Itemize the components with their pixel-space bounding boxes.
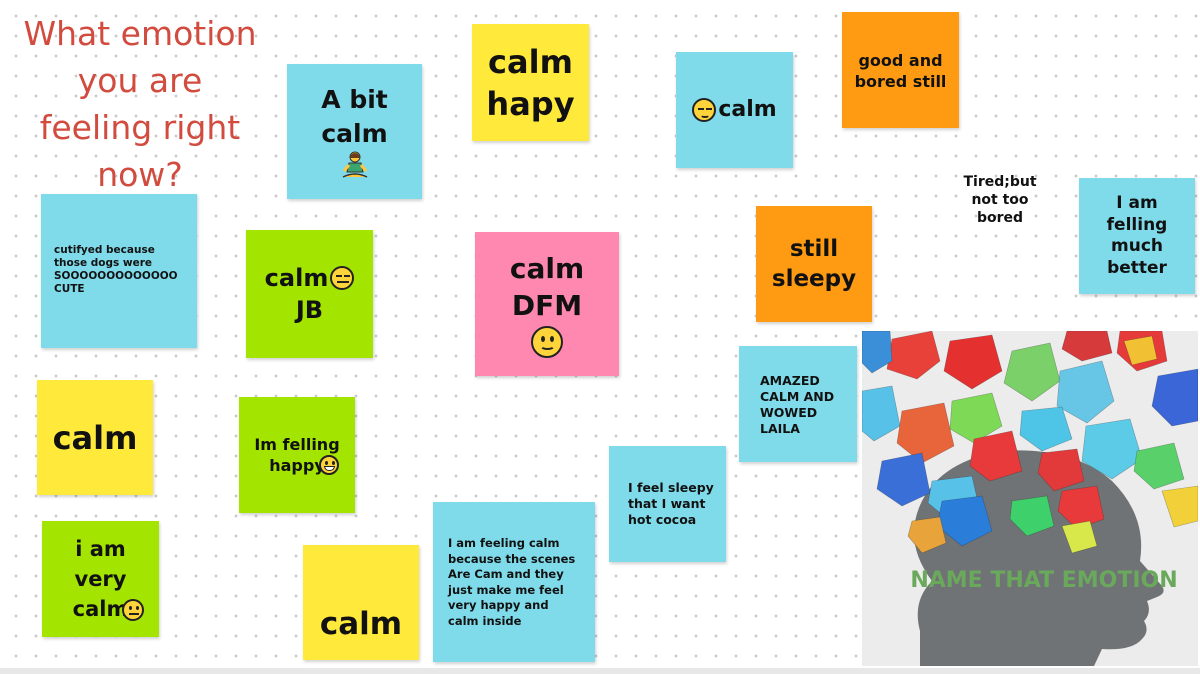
note-text: Tired;but not too bored [963,174,1037,226]
sticky-note[interactable]: calm [37,380,153,495]
note-text: i am very calm [72,537,129,621]
note-text: calm [52,418,138,457]
sticky-note[interactable]: still sleepy [756,206,872,322]
sticky-note[interactable]: calm [303,545,419,660]
sticky-note[interactable]: I am feeling calm because the scenes Are… [433,502,595,662]
relieved-face-icon [692,98,717,122]
note-text: calm [718,97,777,122]
sticky-note[interactable]: I am felling much better [1079,178,1195,294]
sticky-note[interactable]: calm hapy [472,24,589,141]
head-with-crumpled-paper-icon: NAME THAT EMOTION [862,331,1198,666]
note-text: cutifyed because those dogs were SOOOOOO… [54,244,178,295]
name-that-emotion-image[interactable]: NAME THAT EMOTION [862,331,1198,666]
sticky-note[interactable]: cutifyed because those dogs were SOOOOOO… [41,194,197,348]
note-text: I am felling much better [1106,193,1168,278]
sticky-note[interactable]: Im felling happy [239,397,355,513]
note-text: good and bored still [854,51,947,91]
note-text: calm hapy [486,42,575,123]
sticky-note[interactable]: AMAZED CALM AND WOWED LAILA [739,346,857,462]
sticky-note[interactable]: I feel sleepy that I want hot cocoa [609,446,726,562]
note-signature: JB [295,296,324,324]
smiling-face-icon [531,326,563,358]
note-text: calm [264,264,329,292]
note-text: Im felling happy [254,435,340,475]
note-text: calm [319,606,403,642]
expressionless-face-icon [330,266,355,290]
note-text: A bit calm [321,84,388,148]
sticky-note[interactable]: calm DFM [475,232,619,376]
neutral-face-icon [122,599,144,621]
board-title: What emotion you are feeling right now? [23,14,257,194]
sticky-note[interactable]: good and bored still [842,12,959,128]
note-text: AMAZED CALM AND WOWED LAILA [760,373,835,436]
note-text: I feel sleepy that I want hot cocoa [628,480,714,527]
text-note[interactable]: Tired;but not too bored [940,170,1060,230]
svg-text:NAME THAT EMOTION: NAME THAT EMOTION [910,568,1177,593]
sticky-note[interactable]: calm [676,52,793,168]
sticky-note[interactable]: A bit calm [287,64,422,199]
note-text: still sleepy [771,236,857,292]
grinning-face-icon [319,455,339,475]
note-text: I am feeling calm because the scenes Are… [448,536,576,628]
sticky-note[interactable]: calm JB [246,230,373,358]
meditating-person-icon [342,151,367,178]
sticky-note[interactable]: i am very calm [42,521,159,637]
note-text: calm DFM [509,252,585,322]
